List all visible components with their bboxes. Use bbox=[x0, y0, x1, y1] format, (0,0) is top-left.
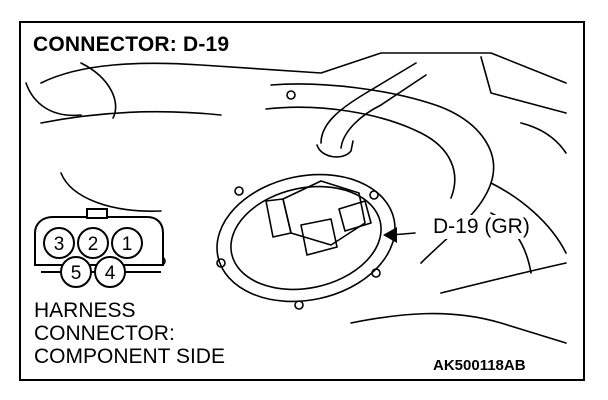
pin-label: 4 bbox=[105, 263, 116, 284]
harness-caption-line: HARNESS bbox=[34, 299, 136, 322]
figure-code: AK500118AB bbox=[431, 357, 528, 374]
connector-callout-label: D-19 (GR) bbox=[431, 215, 532, 239]
harness-connector-face: 3 2 1 5 4 bbox=[34, 208, 164, 288]
pin-label: 2 bbox=[88, 234, 99, 255]
pin-2 bbox=[77, 227, 109, 259]
pin-1 bbox=[111, 227, 143, 259]
pin-label: 3 bbox=[54, 234, 65, 255]
pin-5 bbox=[60, 256, 92, 288]
pin-label: 5 bbox=[71, 263, 82, 284]
diagram-frame: 3 2 1 5 4 CONNECTOR: D-19 D-19 (GR) HARN… bbox=[19, 21, 585, 381]
harness-caption-line: COMPONENT SIDE bbox=[34, 345, 225, 368]
pin-4 bbox=[94, 256, 126, 288]
pin-3 bbox=[43, 227, 75, 259]
harness-caption-line: CONNECTOR: bbox=[34, 322, 175, 345]
page-title: CONNECTOR: D-19 bbox=[33, 33, 234, 58]
pin-label: 1 bbox=[122, 234, 133, 255]
harness-caption: HARNESS CONNECTOR: COMPONENT SIDE bbox=[34, 299, 229, 368]
